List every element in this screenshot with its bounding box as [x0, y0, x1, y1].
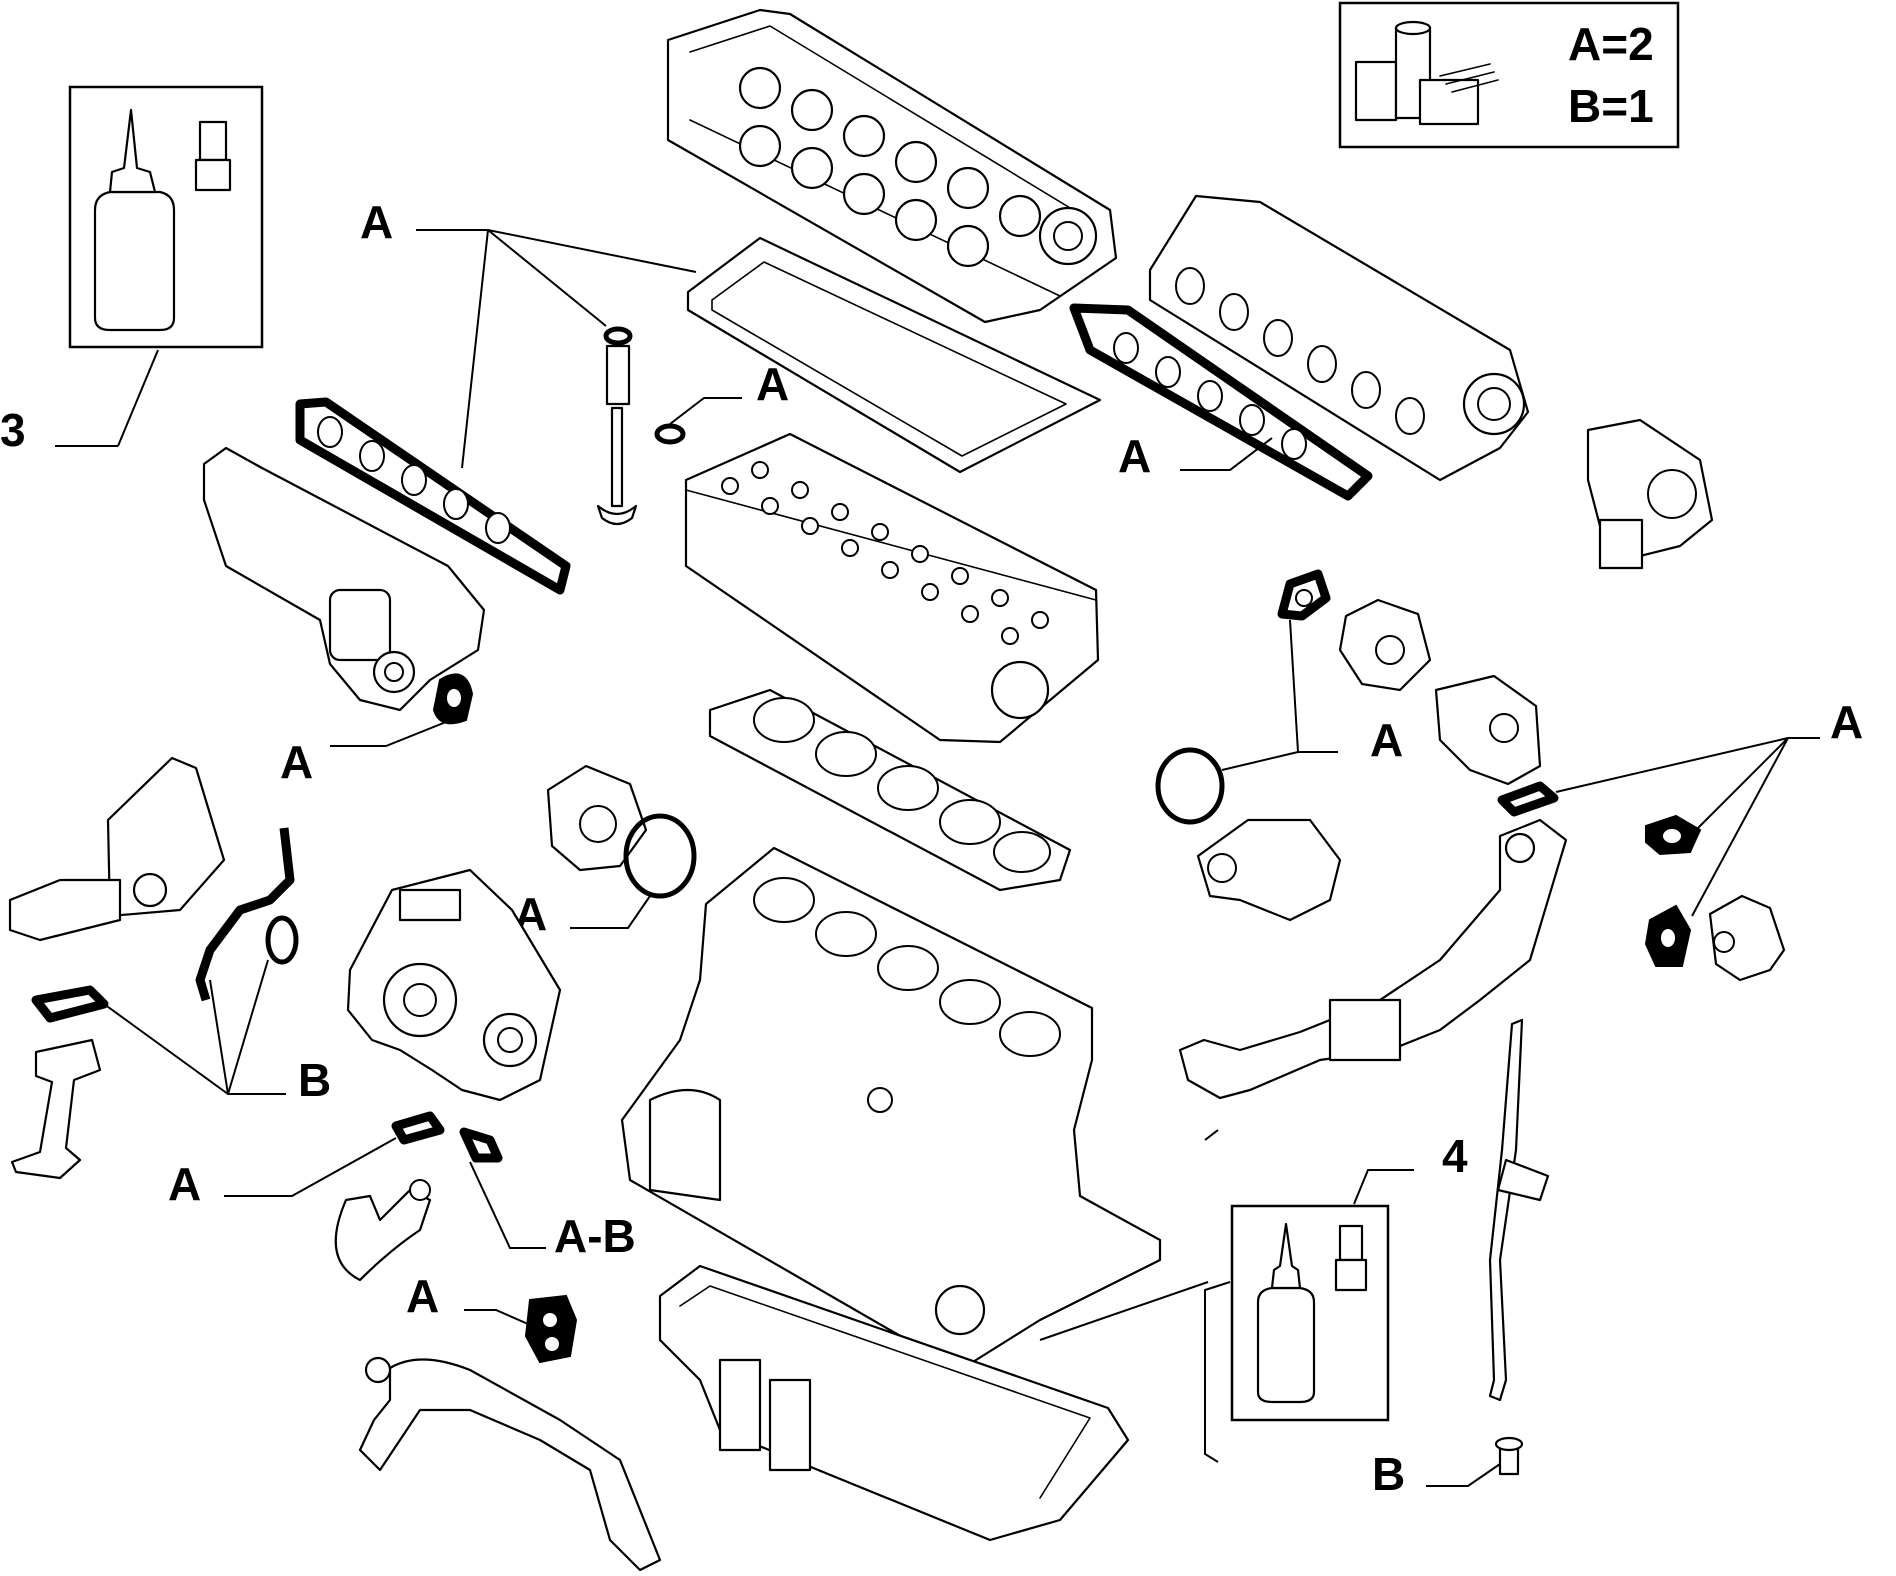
callout-ab-turbo-drain: A-B [554, 1210, 636, 1262]
oil-seal-ring [265, 915, 299, 965]
oil-pickup-tube [10, 1038, 102, 1180]
cam-cover-gasket [686, 236, 1102, 474]
parts-kit-icon [1354, 20, 1499, 126]
turbo-oil-gasket [391, 1111, 445, 1145]
legend-a-quantity: A=2 [1568, 18, 1654, 70]
cylinder-head [684, 432, 1100, 744]
camshaft-lobes [738, 66, 1042, 268]
callout-a-egr: A [1830, 696, 1863, 748]
timing-cover-gasket [195, 827, 295, 1002]
callout-a-intake: A [1118, 430, 1151, 482]
legend-frame [1338, 1, 1680, 149]
engine-block [620, 846, 1162, 1372]
turbo-oil-line [334, 1179, 432, 1282]
callout-item-3: 3 [0, 404, 26, 456]
egr-pipe [1178, 818, 1568, 1100]
callout-a-top-left: A [360, 196, 393, 248]
callout-b-left: B [298, 1054, 331, 1106]
o-ring-small [654, 423, 686, 445]
valve-stem-seal [596, 326, 638, 526]
intake-manifold [1148, 194, 1530, 482]
turbo-drain-gasket [459, 1127, 503, 1163]
callout-a-thermostat: A [1370, 714, 1403, 766]
sealant-kit-4-frame [1230, 1204, 1390, 1422]
callout-item-4: 4 [1442, 1130, 1468, 1182]
oil-pan [658, 1264, 1130, 1542]
coolant-pipe-gasket [524, 1294, 578, 1364]
legend-b-quantity: B=1 [1568, 80, 1654, 132]
oil-pump-cover [8, 756, 226, 942]
thermostat-housing [1586, 418, 1714, 570]
egr-elbow [1708, 894, 1786, 982]
camshaft-carrier [666, 8, 1118, 324]
cylinder-head-gasket [708, 688, 1072, 892]
sealant-kit-4: 4 [1039, 1129, 1468, 1463]
legend-box: A=2 B=1 [1338, 1, 1680, 149]
water-pump-o-ring [623, 813, 697, 899]
callout-a-coolant-pipe: A [406, 1270, 439, 1322]
callout-a-turbo-oil: A [168, 1158, 201, 1210]
turbocharger [346, 868, 562, 1102]
exhaust-manifold [202, 446, 486, 712]
exhaust-manifold-gasket [295, 397, 571, 595]
sealant-bottle [93, 190, 176, 332]
sealant-kit-3-frame [68, 85, 264, 349]
intake-manifold-gasket [1069, 303, 1373, 501]
sealant-bottle-small [1256, 1286, 1316, 1404]
vacuum-pump-gasket [1277, 569, 1331, 621]
callout-a-o-ring: A [756, 358, 789, 410]
vacuum-pump [1338, 598, 1432, 692]
callout-b-drain-plug: B [1372, 1448, 1405, 1500]
drain-plug [1494, 1436, 1524, 1476]
sealant-kit-3: 3 [0, 85, 264, 456]
thermostat-o-ring [1155, 747, 1225, 825]
thermostat [1196, 818, 1342, 922]
egr-valve [1434, 674, 1542, 786]
dipstick-tube [1488, 1018, 1550, 1402]
water-pump [546, 764, 648, 872]
egr-pipe-gasket [1497, 781, 1559, 817]
oil-pickup-gasket [31, 985, 109, 1023]
callout-a-exhaust: A [280, 736, 313, 788]
coolant-pipe [358, 1356, 662, 1572]
